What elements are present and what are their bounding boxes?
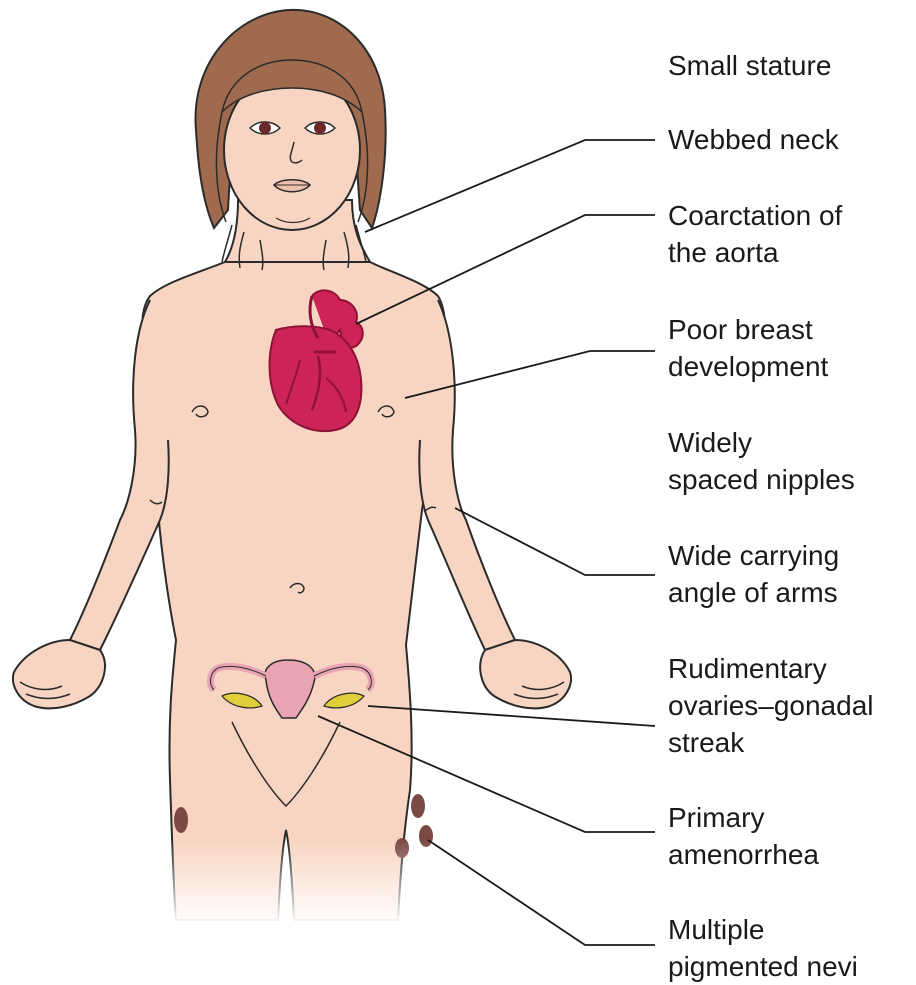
label-small-stature: Small stature xyxy=(668,47,831,84)
label-rudimentary-ovaries: Rudimentary ovaries–gonadal streak xyxy=(668,650,874,761)
label-webbed-neck: Webbed neck xyxy=(668,121,839,158)
left-arm xyxy=(419,300,515,650)
label-coarctation-of-aorta: Coarctation of the aorta xyxy=(668,197,842,271)
right-arm xyxy=(70,300,169,650)
leader-webbed-neck xyxy=(365,140,655,232)
leader-nevi xyxy=(428,840,655,945)
label-widely-spaced-nipples: Widely spaced nipples xyxy=(668,424,855,498)
leader-carrying-angle xyxy=(455,508,655,575)
mouth xyxy=(274,180,310,192)
label-wide-carrying-angle: Wide carrying angle of arms xyxy=(668,537,839,611)
label-poor-breast-development: Poor breast development xyxy=(668,311,828,385)
label-multiple-pigmented-nevi: Multiple pigmented nevi xyxy=(668,911,858,985)
label-primary-amenorrhea: Primary amenorrhea xyxy=(668,799,819,873)
